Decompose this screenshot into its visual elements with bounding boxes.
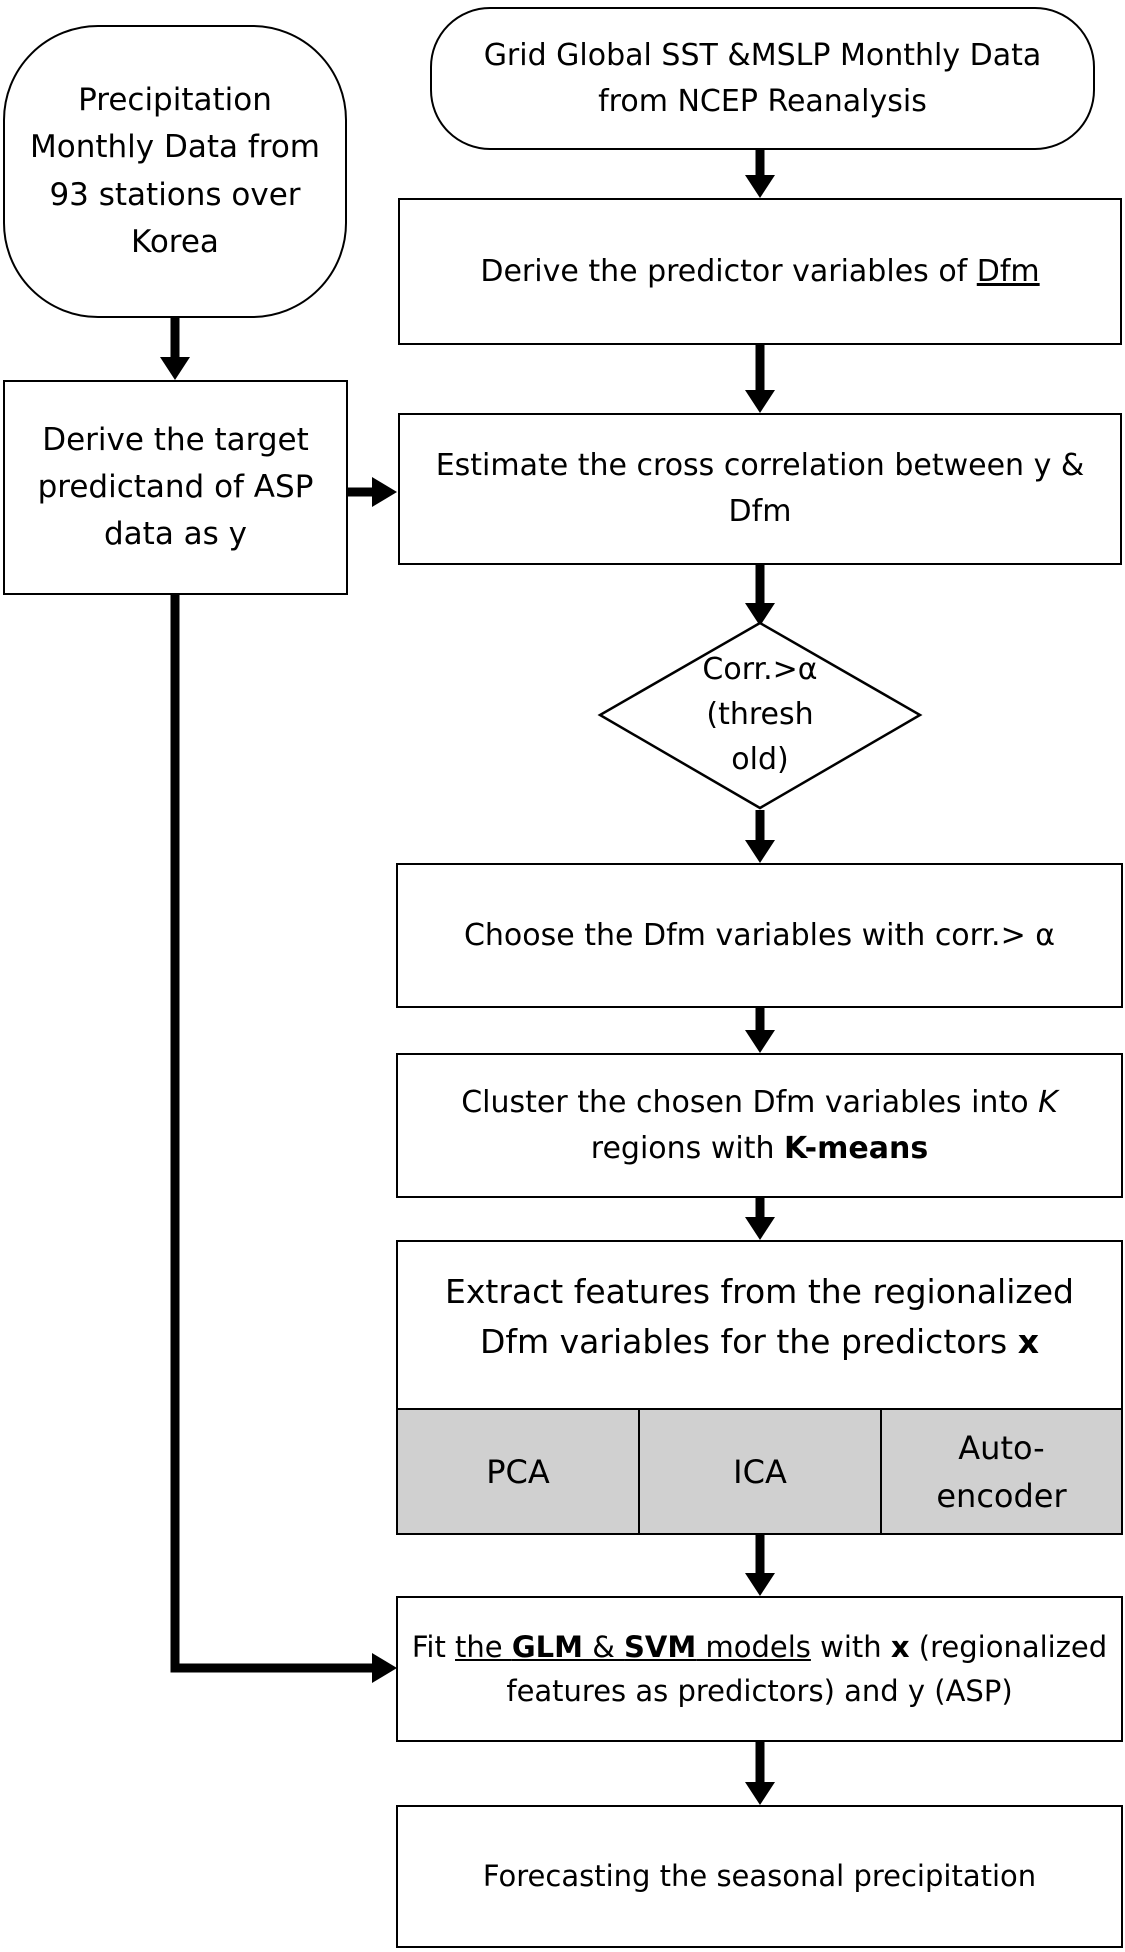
arrowhead-cluster-to-extract [745,1217,775,1240]
arrowhead-corr-to-decision [745,603,775,626]
extract-features-label: Extract features from the regionalized D… [445,1271,1074,1361]
derive-predictors-box: Derive the predictor variables of Dfm [398,198,1122,345]
cross-correlation-label: Estimate the cross correlation between y… [435,448,1085,529]
arrowhead-precip-to-target [160,357,190,380]
derive-target-box: Derive the target predictand of ASP data… [3,380,348,595]
decision-diamond-shape [597,621,923,810]
fit-models-box: Fit the GLM & SVM models with x (regiona… [396,1596,1123,1742]
fit-models-label: Fit the GLM & SVM models with x (regiona… [411,1629,1108,1708]
grid-data-terminal: Grid Global SST &MSLP Monthly Data from … [430,7,1095,150]
autoencoder-cell: Auto- encoder [880,1408,1123,1535]
arrowhead-choose-to-cluster [745,1030,775,1053]
arrowhead-target-to-fit [372,1653,397,1683]
extract-features-box: Extract features from the regionalized D… [396,1240,1123,1410]
arrowhead-derive-to-corr [745,390,775,413]
arrowhead-target-to-corr [372,477,397,507]
forecast-label: Forecasting the seasonal precipitation [482,1859,1037,1894]
arrow-target-to-fit [170,595,376,1673]
cluster-label: Cluster the chosen Dfm variables into K … [461,1084,1058,1166]
arrowhead-decision-to-choose [745,840,775,863]
derive-target-label: Derive the target predictand of ASP data… [37,421,314,553]
arrowhead-extract-to-fit [745,1573,775,1596]
glm-bold: GLM [511,1629,583,1664]
arrowhead-fit-to-forecast [745,1782,775,1805]
dfm-underlined: Dfm [976,253,1040,289]
grid-data-label: Grid Global SST &MSLP Monthly Data from … [483,37,1042,119]
pca-cell: PCA [396,1408,640,1535]
arrowhead-grid-to-derive [745,175,775,198]
derive-predictors-label: Derive the predictor variables of Dfm [480,253,1040,289]
cluster-box: Cluster the chosen Dfm variables into K … [396,1053,1123,1198]
forecast-box: Forecasting the seasonal precipitation [396,1805,1123,1948]
svm-bold: SVM [624,1629,697,1664]
choose-variables-box: Choose the Dfm variables with corr.> α [396,863,1123,1008]
choose-variables-label: Choose the Dfm variables with corr.> α [463,917,1056,953]
cross-correlation-box: Estimate the cross correlation between y… [398,413,1122,565]
precipitation-data-terminal: Precipitation Monthly Data from 93 stati… [3,25,347,318]
decision-label: Corr.>α (thresh old) [702,652,818,777]
kmeans-bold: K-means [784,1130,929,1166]
x-bold-fit: x [890,1629,910,1664]
ica-cell: ICA [638,1408,882,1535]
x-bold: x [1017,1322,1039,1361]
k-italic: K [1038,1084,1058,1120]
precipitation-data-label: Precipitation Monthly Data from 93 stati… [30,82,320,260]
